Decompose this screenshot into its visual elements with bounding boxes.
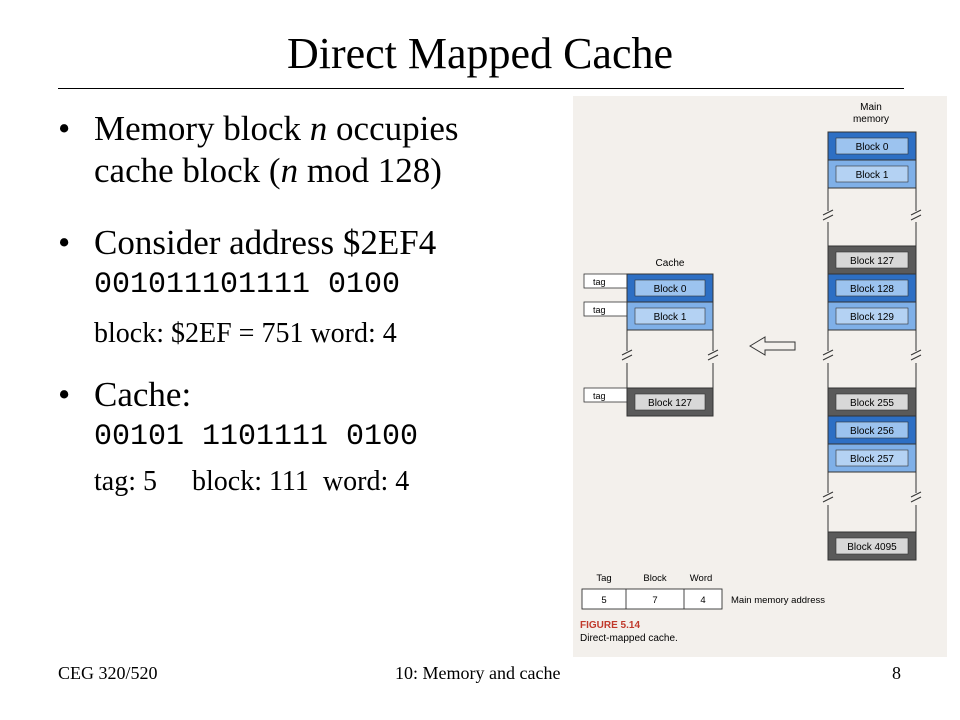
footer-course: CEG 320/520 [58, 663, 158, 683]
cache-connectors [621, 330, 719, 388]
address-format: Tag Block Word 5 7 4 Main memory address [581, 573, 825, 610]
address-bits: 001011101111 0100 [94, 268, 401, 302]
svg-text:tag: tag [593, 277, 606, 287]
svg-text:Block 4095: Block 4095 [847, 542, 897, 553]
address-field-value: 4 [700, 595, 705, 606]
slide-title: Direct Mapped Cache [286, 29, 674, 78]
memory-break-marks [822, 209, 922, 503]
bullet-dot: • [58, 109, 71, 148]
bullet-line: Memory block n occupies [94, 109, 459, 148]
cache-block-0: tag Block 0 [583, 273, 714, 303]
memory-label: Main [860, 102, 882, 113]
figure-caption: Direct-mapped cache. [580, 633, 678, 644]
memory-block-4095: Block 4095 [827, 531, 917, 561]
svg-text:Block 0: Block 0 [654, 284, 687, 295]
bullet-text: Consider address $2EF4 [94, 223, 437, 262]
svg-text:Block 255: Block 255 [850, 398, 894, 409]
memory-block-129: Block 129 [827, 301, 917, 331]
cache-label: Cache [656, 258, 685, 269]
footer-page-number: 8 [892, 663, 901, 683]
address-field-header: Word [690, 573, 713, 584]
direct-mapped-cache-figure: Main memory Block 0 Block 1 Block 1 [573, 96, 947, 657]
memory-block-127: Block 127 [827, 245, 917, 275]
svg-text:Block 1: Block 1 [654, 312, 687, 323]
bullet-text: Cache: [94, 375, 192, 414]
cache-block-127: tag Block 127 [583, 387, 714, 417]
address-field-header: Tag [596, 573, 611, 584]
memory-block-1: Block 1 [827, 159, 917, 189]
address-field-value: 7 [652, 595, 657, 606]
figure-background [573, 96, 947, 657]
svg-text:Block 127: Block 127 [648, 398, 692, 409]
svg-text:Block 257: Block 257 [850, 454, 894, 465]
svg-text:tag: tag [593, 391, 606, 401]
svg-text:Block 129: Block 129 [850, 312, 894, 323]
address-field-value: 5 [601, 595, 606, 606]
bullet-dot: • [58, 375, 71, 414]
cache-bits: 00101 1101111 0100 [94, 420, 419, 454]
memory-label: memory [853, 114, 889, 125]
memory-connectors [827, 188, 917, 532]
svg-text:Block 128: Block 128 [850, 284, 894, 295]
address-detail: block: $2EF = 751 word: 4 [94, 318, 397, 349]
svg-text:Block 1: Block 1 [856, 170, 889, 181]
address-field-header: Block [643, 573, 666, 584]
cache-detail: tag: 5 block: 111 word: 4 [94, 466, 410, 497]
svg-text:Block 256: Block 256 [850, 426, 894, 437]
svg-text:Block 0: Block 0 [856, 142, 889, 153]
bullet-dot: • [58, 223, 71, 262]
cache-block-1: tag Block 1 [583, 301, 714, 331]
memory-block-255: Block 255 [827, 387, 917, 417]
left-arrow-icon [749, 336, 796, 356]
svg-text:Block 127: Block 127 [850, 256, 894, 267]
bullet-line-2: cache block (n mod 128) [94, 151, 442, 190]
address-caption: Main memory address [731, 595, 825, 606]
memory-block-257: Block 257 [827, 443, 917, 473]
memory-block-128: Block 128 [827, 273, 917, 303]
memory-block-256: Block 256 [827, 415, 917, 445]
title-rule [58, 88, 904, 89]
figure-number: FIGURE 5.14 [580, 620, 640, 631]
svg-text:tag: tag [593, 305, 606, 315]
memory-block-0: Block 0 [827, 131, 917, 161]
footer-topic: 10: Memory and cache [395, 663, 561, 683]
